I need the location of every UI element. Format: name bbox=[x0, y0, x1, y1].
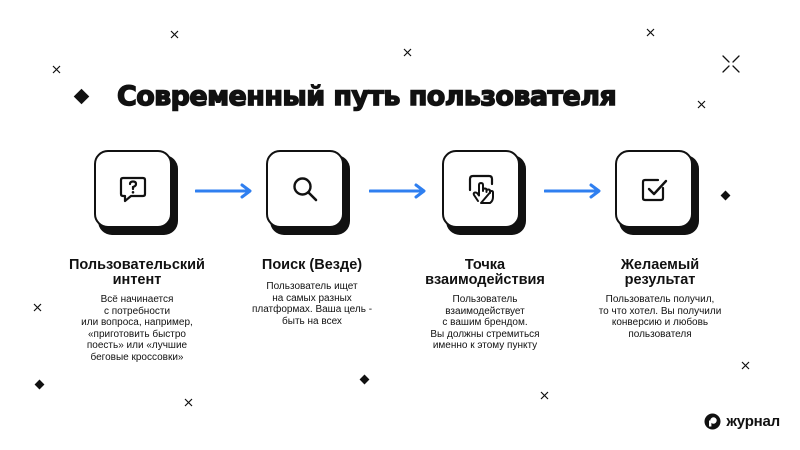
sparkle-icon bbox=[33, 303, 42, 312]
search-icon bbox=[293, 177, 318, 202]
sparkle-icon bbox=[741, 361, 750, 370]
step-description: Всё начинается с потребности или вопроса… bbox=[81, 294, 193, 363]
logo-text: журнал bbox=[726, 413, 780, 430]
diamond-decoration bbox=[34, 379, 45, 390]
question-bubble-icon bbox=[119, 176, 147, 203]
brand-logo: журнал bbox=[704, 413, 780, 430]
arrow-3 bbox=[544, 183, 601, 199]
title-row: Современный путь пользователя bbox=[73, 76, 617, 116]
diamond-decoration bbox=[359, 374, 370, 385]
sparkle-icon bbox=[722, 55, 740, 73]
sparkle-icon bbox=[170, 30, 179, 39]
step-search: Поиск (Везде) Пользователь ищет на самых… bbox=[222, 258, 402, 327]
sparkle-icon bbox=[52, 65, 61, 74]
sparkle-icon bbox=[184, 398, 193, 407]
journal-logo-icon bbox=[704, 413, 721, 430]
step-icon-interaction bbox=[442, 150, 528, 236]
step-description: Пользователь взаимодействует с вашим бре… bbox=[430, 294, 540, 352]
step-description: Пользователь получил, то что хотел. Вы п… bbox=[598, 294, 722, 340]
diamond-decoration bbox=[73, 88, 90, 104]
sparkle-icon bbox=[646, 28, 655, 37]
step-interaction: Точка взаимодействия Пользователь взаимо… bbox=[395, 258, 575, 352]
step-icon-result bbox=[615, 150, 701, 236]
sparkle-icon bbox=[540, 391, 549, 400]
checkmark-icon bbox=[641, 178, 668, 202]
step-intent: Пользовательский интент Всё начинается с… bbox=[47, 258, 227, 364]
step-description: Пользователь ищет на самых разных платфо… bbox=[251, 281, 373, 327]
diamond-decoration bbox=[720, 190, 731, 201]
tap-hand-icon bbox=[468, 174, 494, 204]
page-title: Современный путь пользователя bbox=[116, 80, 617, 112]
sparkle-icon bbox=[403, 48, 412, 57]
step-icon-search bbox=[266, 150, 352, 236]
step-title: Желаемый результат bbox=[620, 257, 700, 288]
arrow-2 bbox=[369, 183, 426, 199]
step-icon-intent bbox=[94, 150, 180, 236]
step-title: Пользовательский интент bbox=[69, 257, 205, 288]
step-title: Поиск (Везде) bbox=[261, 257, 363, 273]
step-title: Точка взаимодействия bbox=[425, 257, 545, 288]
arrow-1 bbox=[195, 183, 252, 199]
step-result: Желаемый результат Пользователь получил,… bbox=[570, 258, 750, 340]
sparkle-icon bbox=[697, 100, 706, 109]
